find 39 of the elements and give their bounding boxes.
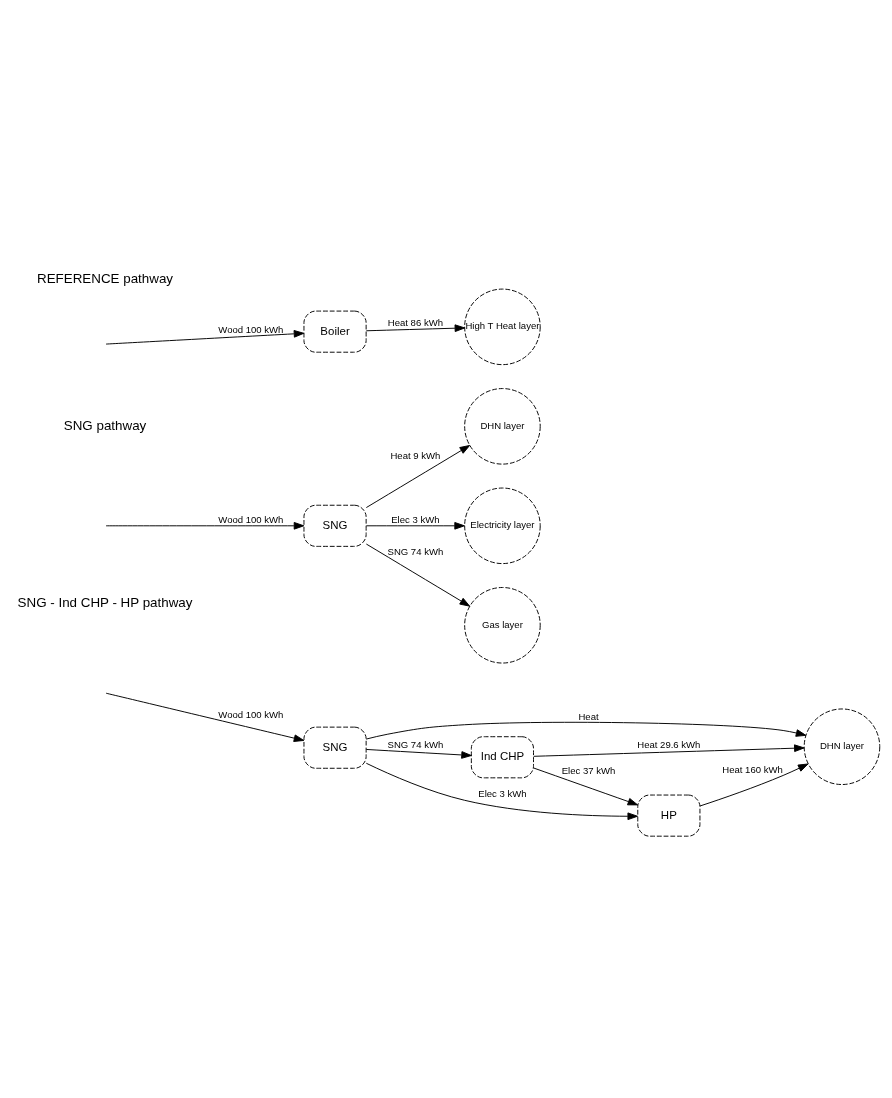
label: SNG pathway bbox=[63, 417, 147, 433]
arrow bbox=[365, 324, 466, 333]
arrow bbox=[105, 330, 305, 345]
arrow bbox=[365, 543, 471, 607]
node-circle: DHN layer bbox=[464, 388, 541, 465]
edge-label: Heat bbox=[578, 710, 599, 722]
edge-label: Elec 3 kWh bbox=[478, 788, 527, 800]
edge-label: Elec 37 kWh bbox=[561, 765, 616, 777]
arrow bbox=[365, 748, 472, 759]
edge-label: Elec 3 kWh bbox=[391, 513, 440, 525]
label: REFERENCE pathway bbox=[37, 270, 174, 286]
node-circle: DHN layer bbox=[803, 708, 881, 785]
edge-label: Heat 160 kWh bbox=[722, 763, 783, 775]
node-box: Boiler bbox=[303, 310, 367, 353]
edge-label: Heat 86 kWh bbox=[387, 316, 443, 328]
arrow bbox=[365, 762, 638, 821]
edge-label: Wood 100 kWh bbox=[218, 513, 284, 525]
edge-label: SNG 74 kWh bbox=[387, 738, 444, 750]
edge-label: Wood 100 kWh bbox=[218, 709, 284, 721]
label: SNG - Ind CHP - HP pathway bbox=[17, 594, 193, 610]
node-circle: Gas layer bbox=[464, 587, 541, 664]
node-circle: High T Heat layer bbox=[464, 288, 541, 366]
node-circle: Electricity layer bbox=[464, 487, 541, 565]
arrow bbox=[105, 692, 305, 742]
node-box: Ind CHP bbox=[470, 736, 534, 779]
node-box: SNG bbox=[303, 726, 367, 769]
edge-label: SNG 74 kWh bbox=[387, 546, 444, 558]
arrow bbox=[365, 522, 465, 530]
arrow bbox=[533, 744, 805, 757]
arrow bbox=[105, 522, 305, 530]
arrow bbox=[699, 763, 809, 807]
node-box: SNG bbox=[303, 504, 367, 547]
edge-label: Wood 100 kWh bbox=[218, 323, 284, 335]
arrow bbox=[365, 445, 471, 509]
edge-label: Heat 29.6 kWh bbox=[637, 738, 701, 750]
arrow bbox=[533, 767, 639, 806]
arrow bbox=[365, 721, 807, 740]
node-box: HP bbox=[637, 794, 701, 837]
edge-label: Heat 9 kWh bbox=[390, 449, 441, 461]
